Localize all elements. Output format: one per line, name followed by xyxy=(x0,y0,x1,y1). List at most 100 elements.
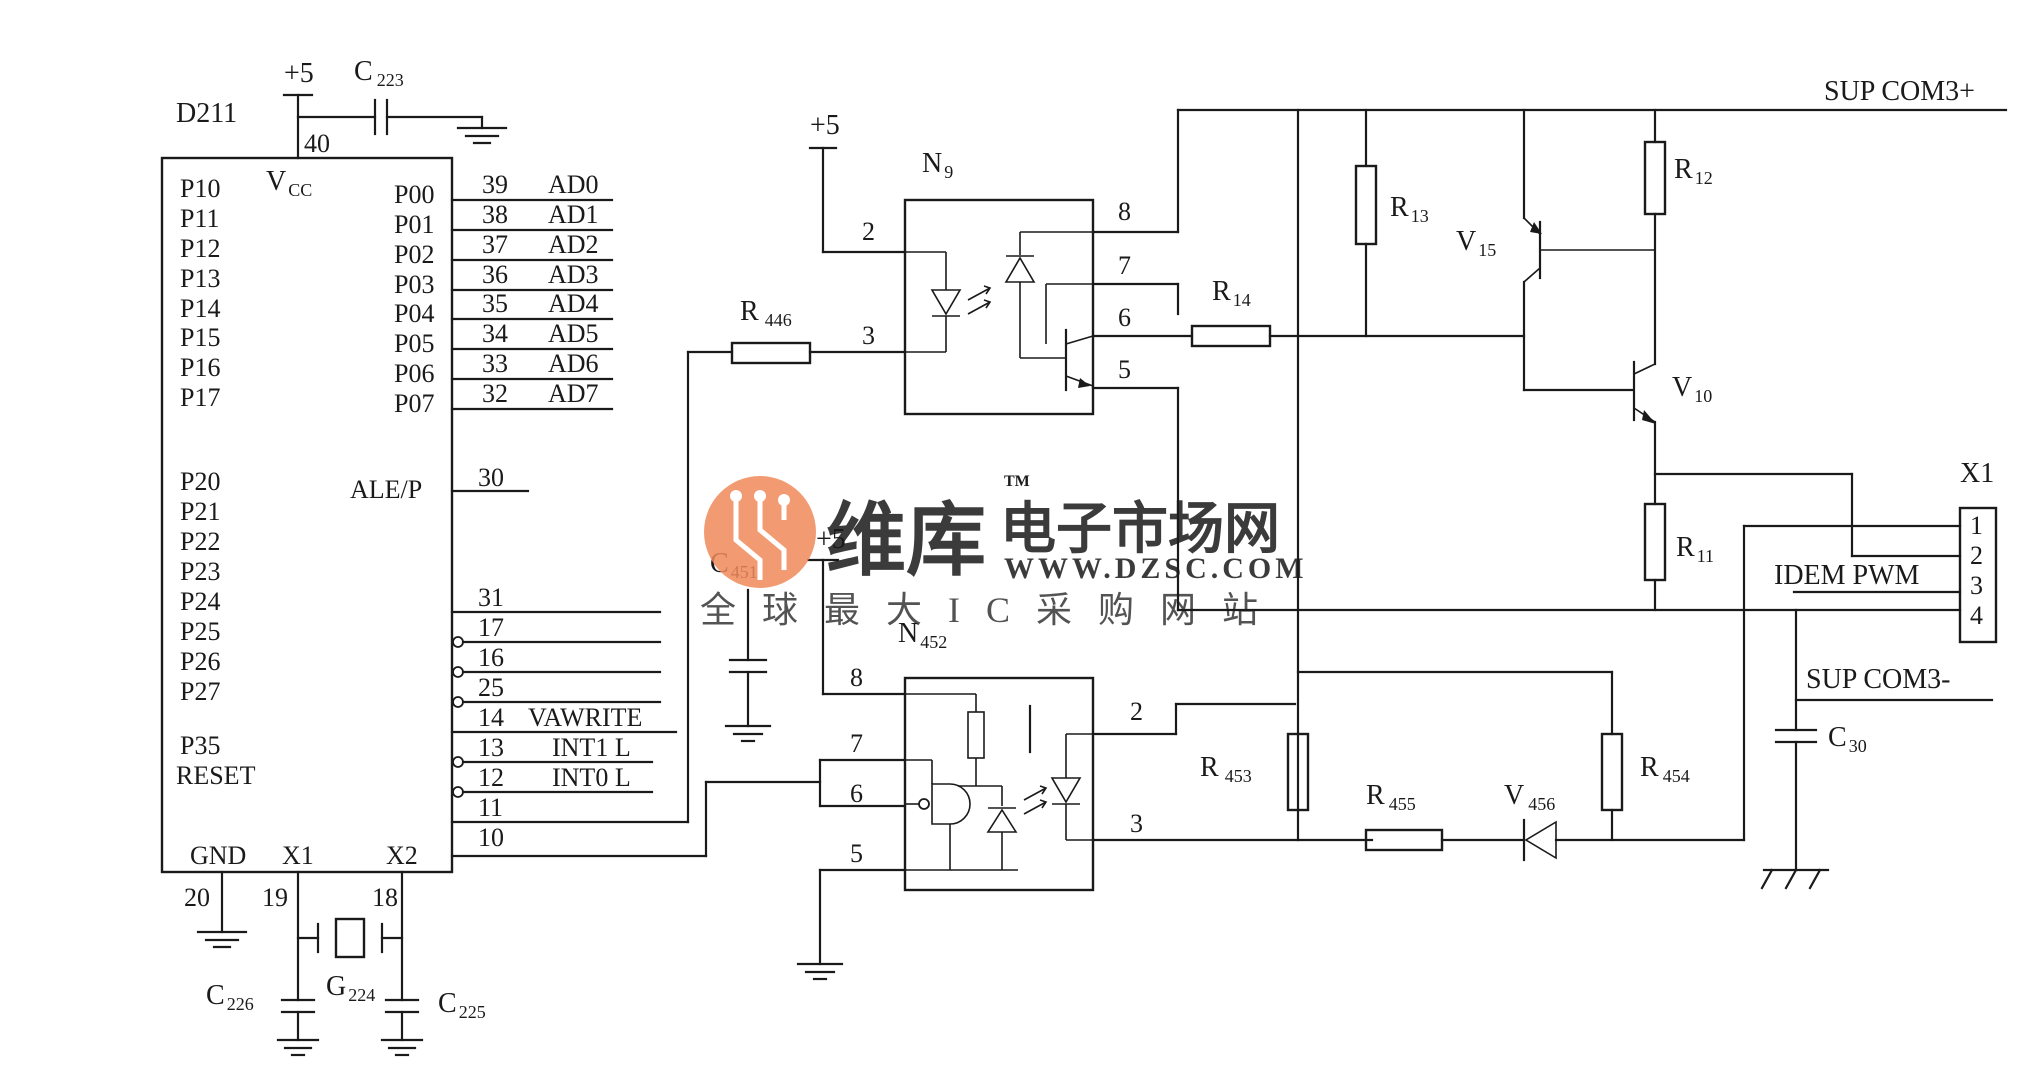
r453-body xyxy=(1286,732,1310,812)
watermark-tm: TM xyxy=(1004,473,1030,490)
connector-pin-1: 1 xyxy=(1970,511,1983,540)
pin-p35: P35 xyxy=(180,731,220,760)
pin-31-num: 31 xyxy=(478,583,504,612)
n452-supply-label: +5 xyxy=(816,524,846,555)
pin-p14: P14 xyxy=(180,294,220,323)
x2-label: X2 xyxy=(386,841,418,870)
x2-pin-number: 18 xyxy=(372,883,398,912)
n9-pin-2: 2 xyxy=(862,217,875,246)
port-p07-num: 32 xyxy=(482,379,508,408)
n452-photodiode-triangle xyxy=(986,808,1018,833)
port-p03-num: 36 xyxy=(482,260,508,289)
pin-p27: P27 xyxy=(180,677,220,706)
port-p05: P05 xyxy=(394,329,434,358)
watermark-logo xyxy=(704,476,816,588)
port-p06-signal: AD6 xyxy=(548,349,599,378)
r14-body xyxy=(1190,324,1272,348)
pin-17-num: 17 xyxy=(478,613,504,642)
chip-ref: D211 xyxy=(176,98,237,129)
chassis-ground-hatch-2 xyxy=(1784,868,1798,890)
connector-x1: X1 1 2 3 4 IDEM PWM xyxy=(1774,458,1998,644)
pin-12-inversion xyxy=(452,786,464,798)
n452-light-arrow-1 xyxy=(1023,785,1048,801)
port-p02-signal: AD2 xyxy=(548,230,599,259)
n9-pin-8: 8 xyxy=(1118,197,1131,226)
port-p02-num: 37 xyxy=(482,230,508,259)
ale-label: ALE/P xyxy=(350,475,422,504)
pin-12-num: 12 xyxy=(478,763,504,792)
watermark-url: WWW.DZSC.COM xyxy=(1004,552,1308,585)
n9-photodiode-triangle xyxy=(1004,256,1036,283)
vcc-pin-number: 40 xyxy=(304,129,330,158)
port-p06: P06 xyxy=(394,359,434,388)
watermark-brand-a: 维库 xyxy=(826,498,986,586)
pin-p26: P26 xyxy=(180,647,220,676)
n452-pin-3: 3 xyxy=(1130,809,1143,838)
r13-body xyxy=(1354,164,1378,246)
watermark-logo-node-1 xyxy=(730,490,742,502)
ale-pin-number: 30 xyxy=(478,463,504,492)
pin-p11: P11 xyxy=(180,204,220,233)
gnd-label: GND xyxy=(190,841,246,870)
port-p05-signal: AD5 xyxy=(548,319,599,348)
n9-pin-7: 7 xyxy=(1118,251,1131,280)
pin-11-num: 11 xyxy=(478,793,503,822)
n9-transistor-collector xyxy=(1065,335,1094,345)
watermark-logo-node-3 xyxy=(778,494,790,506)
port-p04-signal: AD4 xyxy=(548,289,599,318)
watermark-brand-b: 电子市场网 xyxy=(1000,499,1280,561)
control-pins: 31 17 16 25 14 VAWRITE 13 INT1 L 12 INT0… xyxy=(450,583,678,852)
n452-led-triangle xyxy=(1050,777,1082,804)
port-p00-signal: AD0 xyxy=(548,170,599,199)
port-p06-num: 33 xyxy=(482,349,508,378)
x1-pin-number: 19 xyxy=(262,883,288,912)
n9-light-arrow-1 xyxy=(967,285,992,301)
pin-17-inversion xyxy=(452,636,464,648)
n452-gate-inversion xyxy=(918,798,930,810)
port-p00-num: 39 xyxy=(482,170,508,199)
connector-ref: X1 xyxy=(1960,458,1994,489)
n452-pin-7: 7 xyxy=(850,729,863,758)
n452-inner-resistor xyxy=(967,711,985,759)
watermark-logo-node-2 xyxy=(754,490,766,502)
pin-p24: P24 xyxy=(180,587,220,616)
n452-pin-2: 2 xyxy=(1130,697,1143,726)
port-p0-bus: P00 39 AD0 P01 38 AD1 P02 37 AD2 P03 36 … xyxy=(394,170,614,418)
n9-supply-label: +5 xyxy=(810,110,840,141)
connector-body xyxy=(1958,506,1998,644)
r12-body xyxy=(1643,140,1667,216)
pin-p12: P12 xyxy=(180,234,220,263)
pin-p13: P13 xyxy=(180,264,220,293)
n9-body xyxy=(903,198,1095,416)
v10-collector xyxy=(1633,363,1656,375)
pin-p15: P15 xyxy=(180,323,220,352)
chassis-ground-hatch-1 xyxy=(1760,868,1774,890)
n452-light-arrow-2 xyxy=(1023,799,1048,815)
port-p03: P03 xyxy=(394,270,434,299)
pin-p22: P22 xyxy=(180,527,220,556)
connector-pin-3: 3 xyxy=(1970,571,1983,600)
n452-body xyxy=(903,676,1095,892)
n9-pin-5: 5 xyxy=(1118,355,1131,384)
pin-25-num: 25 xyxy=(478,673,504,702)
n452-pin-6: 6 xyxy=(850,779,863,808)
pin-16-inversion xyxy=(452,666,464,678)
n9-light-arrow-2 xyxy=(967,299,992,315)
r446-body xyxy=(730,341,812,365)
rail-pos-label: SUP COM3+ xyxy=(1824,76,1975,107)
v456-diode-triangle xyxy=(1524,820,1557,860)
port-p00: P00 xyxy=(394,180,434,209)
